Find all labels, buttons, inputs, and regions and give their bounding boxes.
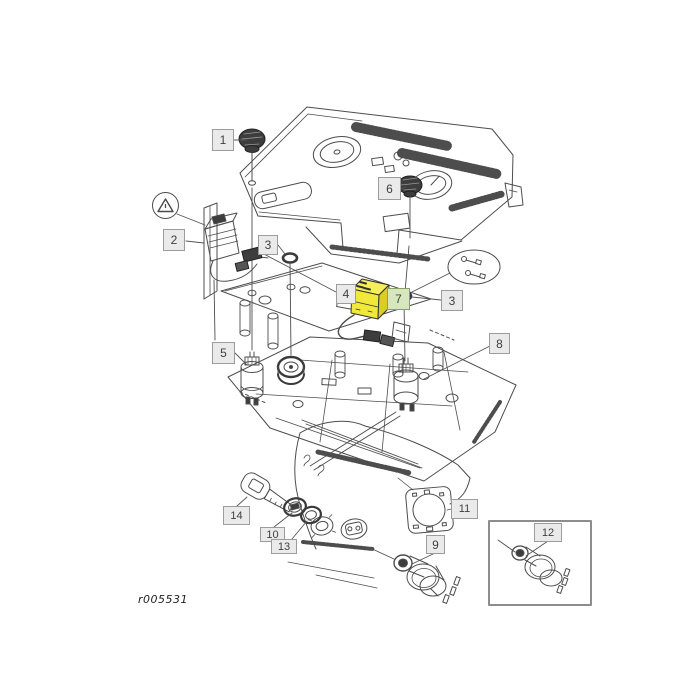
part-14-key — [240, 472, 294, 513]
callout-4[interactable]: 4 — [336, 284, 356, 304]
callout-7-highlighted[interactable]: 7 — [387, 288, 410, 310]
reference-marker-a — [152, 192, 179, 219]
part-11-faceplate — [405, 486, 454, 534]
part-7-harness — [337, 314, 411, 348]
warning-triangle-icon — [157, 198, 174, 213]
callout-8[interactable]: 8 — [489, 333, 510, 354]
bottom-console — [287, 420, 471, 589]
callout-1[interactable]: 1 — [212, 129, 234, 151]
callout-12[interactable]: 12 — [534, 523, 562, 542]
lower-tray — [227, 329, 517, 482]
drawing-code: r005531 — [138, 593, 189, 606]
part-8-switch — [393, 357, 419, 412]
part-3-washer-left — [281, 252, 299, 356]
callout-13[interactable]: 13 — [271, 539, 297, 554]
part-2-switch — [204, 212, 269, 341]
leader-lines — [176, 139, 549, 565]
fastener-detail-callout — [447, 249, 501, 285]
callout-5[interactable]: 5 — [212, 342, 235, 364]
part-13-ring — [300, 505, 322, 525]
callout-9[interactable]: 9 — [426, 535, 445, 554]
part-7-relay-highlighted[interactable] — [350, 278, 390, 320]
callout-14[interactable]: 14 — [223, 506, 250, 525]
part-1-knob — [238, 128, 266, 351]
part-10-cap — [283, 497, 307, 517]
part-9-ignition-switch — [393, 554, 461, 604]
dash-panel — [239, 106, 524, 264]
callout-3b[interactable]: 3 — [441, 290, 463, 311]
callout-2[interactable]: 2 — [163, 229, 185, 251]
part-5-switch — [240, 351, 264, 406]
callout-11[interactable]: 11 — [451, 499, 478, 519]
part-6-knob — [397, 175, 423, 293]
callout-3a[interactable]: 3 — [258, 235, 278, 255]
sender-unit — [276, 355, 306, 385]
part-12-frame — [488, 520, 592, 606]
callout-6[interactable]: 6 — [378, 177, 401, 200]
